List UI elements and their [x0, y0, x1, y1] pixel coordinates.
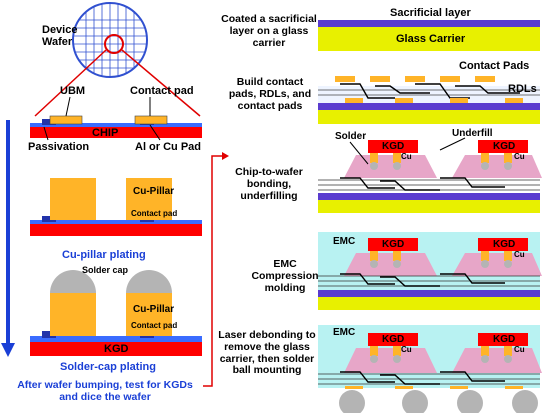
- step4-structure: [318, 232, 542, 310]
- cu-label-s5b: Cu: [514, 345, 525, 354]
- cu-pillar-label-2: Cu-Pillar: [133, 304, 175, 315]
- kgd-label-s3a: KGD: [382, 141, 405, 152]
- underfill-right: [452, 155, 542, 178]
- flow-arrow-down: [1, 120, 15, 357]
- step5-structure: [318, 325, 542, 413]
- emc-label-s4: EMC: [333, 236, 356, 247]
- cu-pillar-left: [50, 178, 96, 220]
- underfill-label: Underfill: [452, 128, 493, 139]
- step3-structure: [318, 137, 542, 213]
- cu-label-s4: Cu: [514, 250, 525, 259]
- cu-label-s3b: Cu: [514, 152, 525, 161]
- chip-section-2: [30, 178, 202, 236]
- contact-pad-small-label-2: Contact pad: [131, 321, 178, 330]
- contact-pad-label: Contact pad: [130, 85, 194, 97]
- emc-label-s5: EMC: [333, 327, 356, 338]
- solder-cap-label: Solder cap: [82, 265, 129, 275]
- solder-cap-right: [126, 270, 172, 293]
- ubm-label: UBM: [60, 85, 86, 97]
- kgd-label-s3b: KGD: [493, 141, 516, 152]
- al-cu-pad-label: Al or Cu Pad: [135, 141, 202, 153]
- chip-section-1: [30, 96, 202, 141]
- kgd-chip-right: [478, 140, 528, 153]
- sacrificial-layer-label: Sacrificial layer: [390, 7, 471, 19]
- kgd-label-left: KGD: [104, 343, 129, 355]
- contact-pads-label: Contact Pads: [459, 60, 530, 72]
- glass-carrier-label: Glass Carrier: [396, 33, 466, 45]
- kgd-label-s4b: KGD: [493, 239, 516, 250]
- step2-structure: [318, 76, 540, 124]
- kgd-label-s5a: KGD: [382, 334, 405, 345]
- flow-arrow-connector: [203, 152, 229, 387]
- ubm-pad-left: [49, 115, 83, 125]
- solder-balls: [339, 390, 538, 413]
- solder-cap-left: [50, 270, 96, 293]
- device-wafer: [34, 2, 201, 117]
- cu-label-s3a: Cu: [401, 152, 412, 161]
- kgd-label-s5b: KGD: [493, 334, 516, 345]
- cu-label-s5a: Cu: [401, 345, 412, 354]
- chip-section-3: [30, 270, 202, 356]
- step1-structure: [318, 20, 540, 51]
- chip-label: CHIP: [92, 127, 119, 139]
- underfill-left: [344, 155, 437, 178]
- passivation-label: Passivation: [28, 141, 90, 153]
- zoom-line-left: [34, 49, 107, 117]
- solder-cap-plating-title: Solder-cap plating: [60, 361, 156, 373]
- cu-pillar-plating-title: Cu-pillar plating: [62, 249, 146, 261]
- solder-label: Solder: [335, 131, 367, 142]
- chip-die: [30, 127, 202, 138]
- rdls-label: RDLs: [508, 83, 537, 95]
- zoom-line-right: [121, 49, 201, 117]
- ubm-pad-right: [134, 115, 168, 125]
- cu-pillar-right: [126, 178, 172, 220]
- wafer-zoom-circle: [104, 34, 124, 54]
- kgd-chip-left: [368, 140, 418, 153]
- cu-pillar-label: Cu-Pillar: [133, 186, 175, 197]
- kgd-label-s4a: KGD: [382, 239, 405, 250]
- contact-pad-small-label: Contact pad: [131, 209, 178, 218]
